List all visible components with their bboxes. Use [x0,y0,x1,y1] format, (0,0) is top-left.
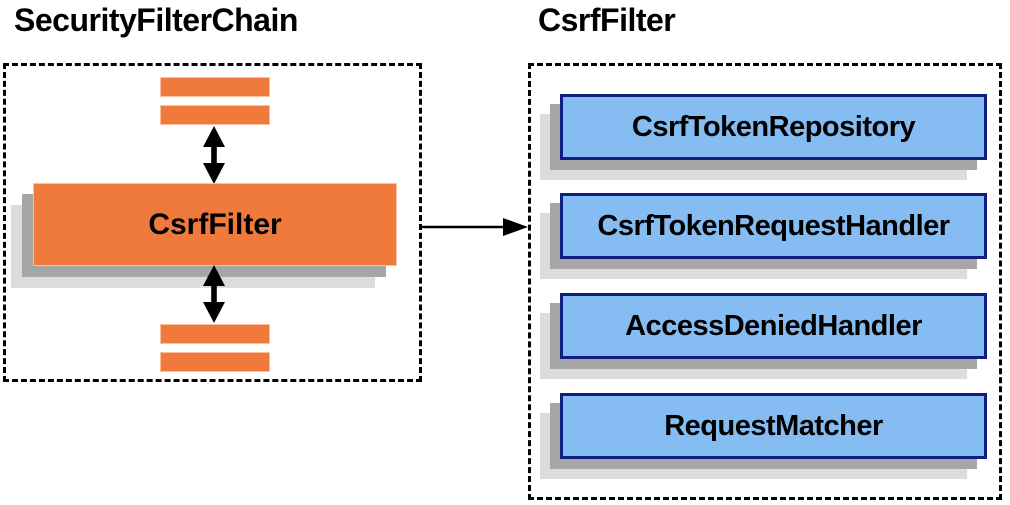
csrf-filter-node: CsrfFilter [33,183,397,266]
filter-placeholder-bar [160,77,270,97]
component-node-csrf-token-request-handler: CsrfTokenRequestHandler [560,193,987,259]
component-label: AccessDeniedHandler [625,309,922,342]
component-label: CsrfTokenRequestHandler [597,209,950,242]
right-panel-title: CsrfFilter [538,2,676,38]
component-node-request-matcher: RequestMatcher [560,393,987,459]
security-filter-chain-group [3,63,422,382]
component-node-access-denied-handler: AccessDeniedHandler [560,293,987,359]
component-label: RequestMatcher [664,409,883,442]
component-label: CsrfTokenRepository [631,110,916,143]
csrf-filter-node-label: CsrfFilter [148,207,282,241]
component-node-csrf-token-repository: CsrfTokenRepository [560,94,987,160]
bidirectional-arrow-icon [203,265,225,323]
csrf-filter-group [528,63,1002,500]
left-panel-title: SecurityFilterChain [14,2,298,38]
filter-placeholder-bar [160,105,270,125]
bidirectional-arrow-icon [203,126,225,184]
filter-placeholder-bar [160,352,270,372]
right-arrow-icon [422,218,528,236]
filter-placeholder-bar [160,324,270,344]
